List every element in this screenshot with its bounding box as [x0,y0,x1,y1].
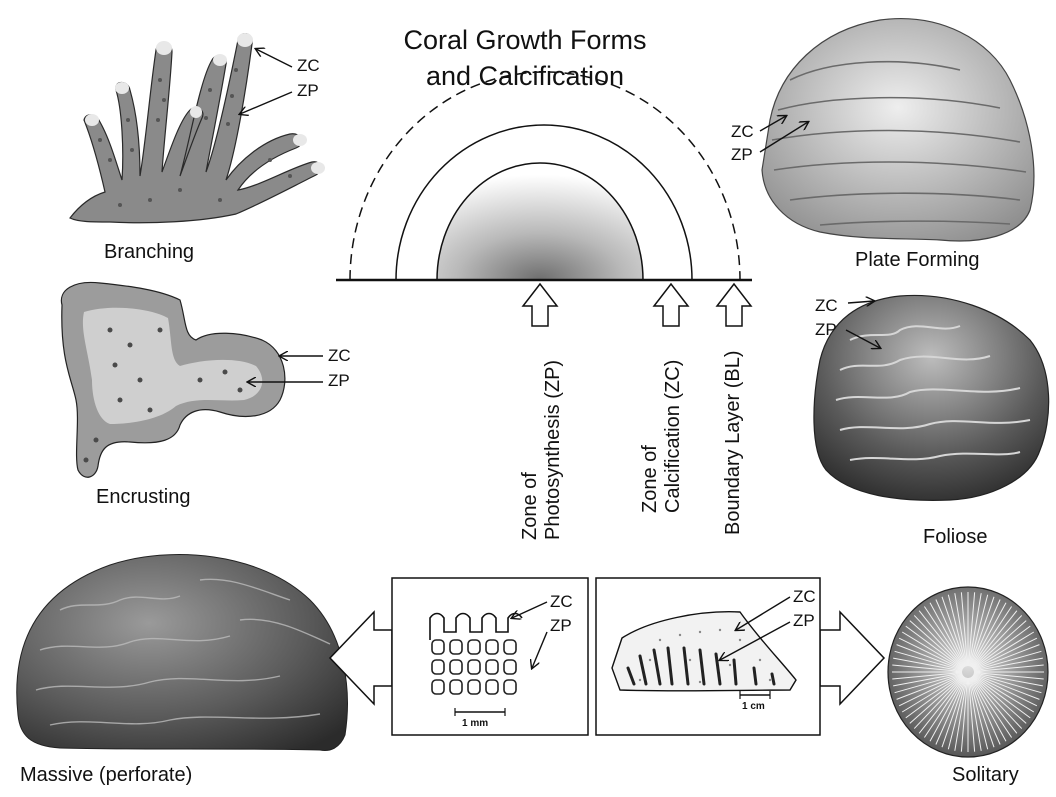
branching-zc-pointer [256,49,292,67]
encrusting-zp-tag: ZP [328,372,350,389]
zone-boundary-label: Boundary Layer (BL) [722,350,745,535]
foliose-coral-illustration [814,295,1049,500]
calcification-arrow [654,284,688,326]
zone-photosynthesis-line-1: Zone of [519,360,542,540]
massive-coral-body [17,555,348,751]
title-line-1: Coral Growth Forms [360,22,690,58]
label-solitary: Solitary [952,765,1019,785]
title-line-2: and Calcification [360,58,690,94]
right-inset-zp-tag: ZP [793,612,815,629]
right-inset-scale-label: 1 cm [742,701,765,712]
zone-arrows [523,284,751,326]
right-inset-arrow [820,612,884,704]
plate-forming-coral-illustration [762,19,1034,241]
left-inset-zc-tag: ZC [550,593,573,610]
label-encrusting: Encrusting [96,487,191,507]
diagram-title: Coral Growth Forms and Calcification [360,22,690,94]
solitary-coral-illustration [888,587,1048,757]
zone-calcification-label: Zone of Calcification (ZC) [639,360,685,513]
plate-zp-tag: ZP [731,146,753,163]
zone-calcification-line-1: Zone of [639,360,662,513]
branching-zp-pointer [240,92,292,114]
zone-calcification-line-2: Calcification (ZC) [662,360,685,513]
zone-semicircle-diagram [336,72,752,280]
label-branching: Branching [104,242,194,262]
right-inset-zc-tag: ZC [793,588,816,605]
photosynthesis-arrow [523,284,557,326]
branching-coral-illustration [70,33,325,223]
branching-zc-tag: ZC [297,57,320,74]
label-plate-forming: Plate Forming [855,250,980,270]
encrusting-coral-illustration [61,282,285,477]
branching-zp-tag: ZP [297,82,319,99]
massive-coral-illustration [17,555,348,751]
zone-boundary-line-1: Boundary Layer (BL) [722,350,745,535]
boundary-arrow [717,284,751,326]
right-inset [596,578,820,735]
foliose-zc-tag: ZC [815,297,838,314]
zone-photosynthesis-label: Zone of Photosynthesis (ZP) [519,360,565,540]
zone-photosynthesis-line-2: Photosynthesis (ZP) [542,360,565,540]
label-massive: Massive (perforate) [20,765,192,785]
left-inset-scale-label: 1 mm [462,718,488,729]
left-inset-zp-tag: ZP [550,617,572,634]
encrusting-zc-tag: ZC [328,347,351,364]
foliose-zp-tag: ZP [815,321,837,338]
plate-zc-tag: ZC [731,123,754,140]
label-foliose: Foliose [923,527,987,547]
photosynthesis-core [437,163,643,280]
